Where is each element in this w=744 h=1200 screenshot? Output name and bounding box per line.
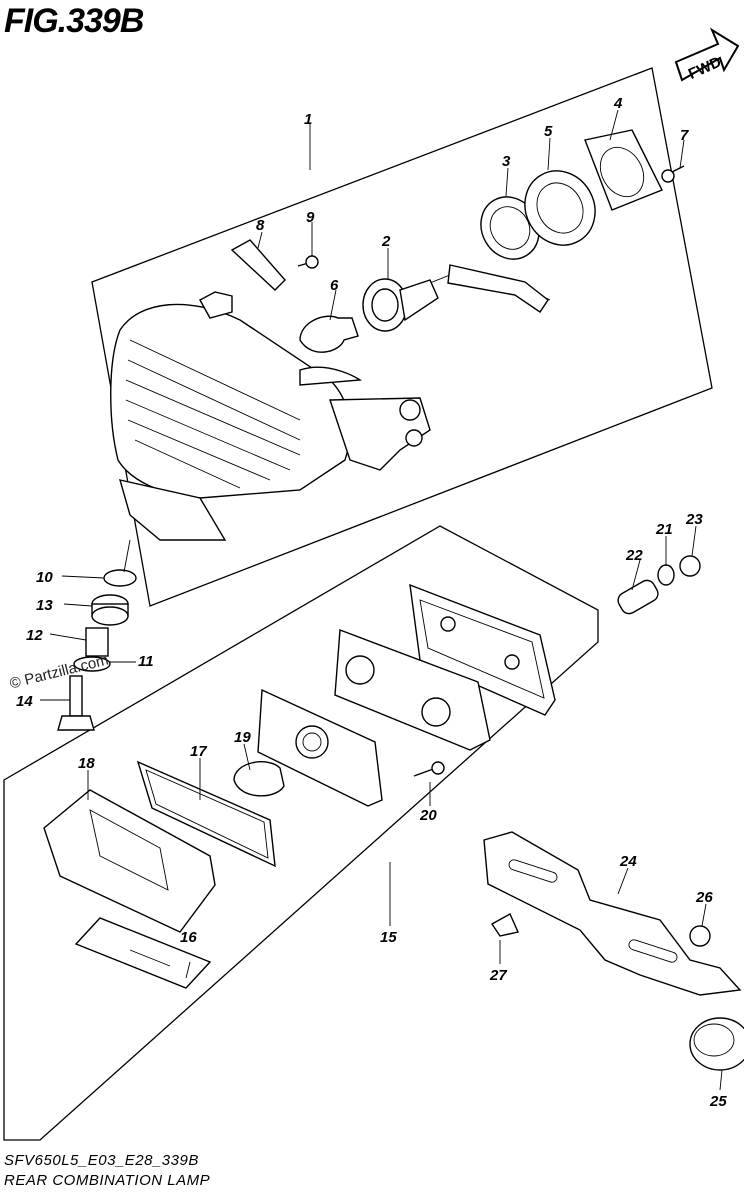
callout-13: 13: [36, 597, 53, 614]
spacer-22: [617, 579, 659, 615]
callout-20: 20: [419, 807, 437, 824]
callout-16: 16: [180, 929, 197, 946]
callout-11: 11: [138, 653, 154, 670]
callout-19: 19: [234, 729, 251, 746]
figure-code: SFV650L5_E03_E28_339B: [4, 1152, 199, 1169]
fwd-arrow-icon: FWD: [674, 27, 740, 83]
cushion-13: [91, 594, 129, 626]
callout-25: 25: [709, 1093, 727, 1110]
nut-26: [689, 925, 711, 947]
callout-18: 18: [78, 755, 95, 772]
nut-23: [679, 555, 701, 577]
callout-23: 23: [685, 511, 703, 528]
bolt-14: [57, 675, 95, 731]
screw-7: [661, 165, 685, 183]
screw-20: [413, 761, 445, 777]
callout-14: 14: [16, 693, 33, 710]
nut-10: [103, 569, 137, 587]
figure-name: REAR COMBINATION LAMP: [4, 1172, 211, 1189]
callout-7: 7: [680, 127, 689, 144]
callout-15: 15: [380, 929, 397, 946]
lower-group-outline: [3, 525, 599, 1141]
washer-11: [73, 656, 111, 672]
lamp-case-outer: [409, 583, 556, 716]
callout-8: 8: [256, 217, 265, 234]
clip-27: [490, 913, 519, 937]
figure-title: FIG.339B: [4, 2, 144, 40]
callout-6: 6: [330, 277, 339, 294]
spacer-12: [85, 627, 109, 657]
washer-21: [657, 564, 675, 586]
callout-17: 17: [190, 743, 207, 760]
gasket-4: [584, 129, 663, 211]
callout-1: 1: [304, 111, 312, 128]
callout-24: 24: [619, 853, 637, 870]
clamp-8: [230, 239, 286, 291]
callout-12: 12: [26, 627, 43, 644]
callout-2: 2: [381, 233, 391, 250]
callout-numbers: 1 2 3 4 5 6 7 8 9 10 11 12 13 14 15 16 1…: [16, 95, 727, 1110]
callout-4: 4: [613, 95, 623, 112]
bulb-socket: [362, 278, 439, 332]
harness-sleeve: [447, 264, 549, 313]
reflector-25: [689, 1017, 744, 1071]
reflector-ring-3: [480, 196, 540, 260]
bulb-6: [299, 315, 359, 353]
callout-5: 5: [544, 123, 553, 140]
callout-10: 10: [36, 569, 53, 586]
callout-27: 27: [489, 967, 507, 984]
lens-18: [43, 789, 216, 933]
leader-lines: [40, 109, 723, 1091]
bulb-19: [233, 761, 285, 797]
screw-9: [297, 255, 319, 269]
callout-9: 9: [306, 209, 315, 226]
tail-lamp-housing: [110, 291, 431, 541]
bulb-holder: [257, 688, 383, 807]
lamp-case-inner: [334, 629, 491, 751]
callout-3: 3: [502, 153, 511, 170]
gasket-17: [136, 760, 276, 868]
ring-nut-5: [524, 170, 596, 246]
callout-26: 26: [695, 889, 713, 906]
bracket-24: [483, 831, 742, 996]
callout-21: 21: [655, 521, 673, 538]
lens-16: [74, 917, 212, 989]
callout-22: 22: [625, 547, 643, 564]
